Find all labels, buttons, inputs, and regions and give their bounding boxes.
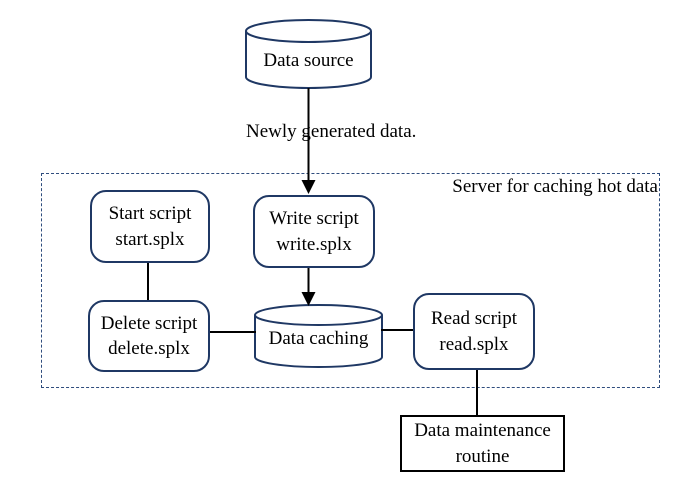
data-caching-cylinder [254,304,383,368]
data-source-node-label: Data source [263,50,354,71]
edge-label-newly-generated-data: Newly generated data. [246,121,417,142]
delete-script-node-label: Delete script delete.splx [100,312,198,359]
data-caching-node-label: Data caching [268,328,369,349]
server-boundary-label: Server for caching hot data [452,176,658,197]
data-maintenance-routine-node-label: Data maintenance routine [414,420,551,467]
data-source-cylinder-top [245,19,372,43]
write-script-node-label: Write script write.splx [269,208,359,255]
read-script-node-label: Read script read.splx [430,308,517,355]
data-maintenance-routine-node: Data maintenance routine [400,415,565,472]
server-boundary: Server for caching hot data [41,173,660,388]
start-script-node: Start script start.splx [90,190,210,263]
arrowhead-source-to-write [301,180,316,194]
write-script-node: Write script write.splx [253,195,375,268]
arrowhead-write-to-caching [301,292,316,306]
start-script-node-label: Start script start.splx [108,203,192,250]
data-caching-cylinder-body [254,315,383,368]
delete-script-node: Delete script delete.splx [88,300,210,372]
read-script-node: Read script read.splx [413,293,535,370]
data-caching-cylinder-top [254,304,383,326]
